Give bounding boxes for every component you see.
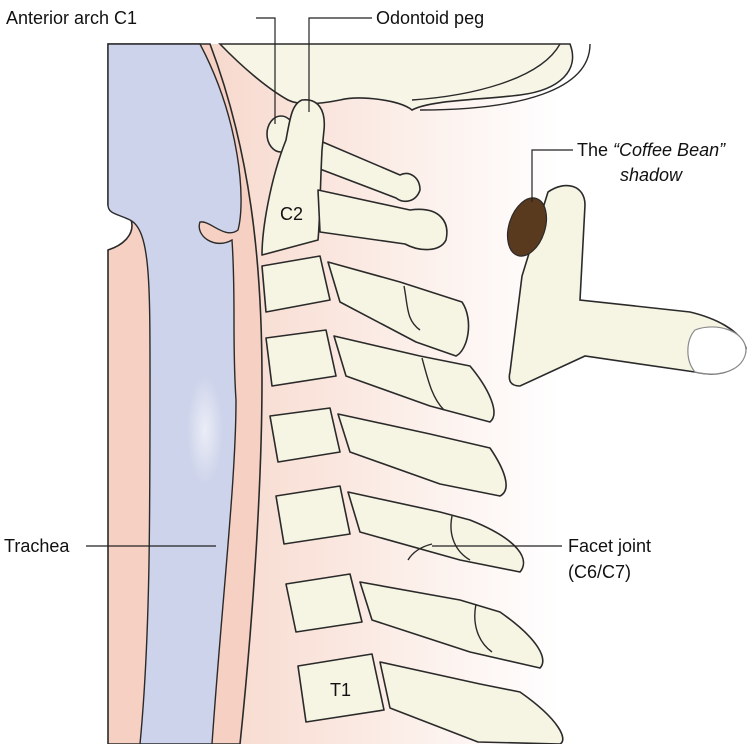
anterior-arch-label: Anterior arch C1 [6, 8, 137, 28]
trachea-label: Trachea [4, 536, 70, 556]
hyoid-tip [688, 327, 746, 374]
c2-label: C2 [280, 204, 303, 224]
c6-body [276, 486, 350, 544]
t1-label: T1 [330, 680, 351, 700]
facet-joint-level-label: (C6/C7) [568, 562, 631, 582]
coffee-bean-line2: shadow [620, 165, 683, 185]
airway-highlight [187, 375, 223, 485]
coffee-bean-prefix: The [577, 140, 613, 160]
coffee-bean-italic: “Coffee Bean” [613, 140, 726, 160]
c7-body [286, 574, 362, 632]
odontoid-peg-label: Odontoid peg [376, 8, 484, 28]
c5-body [270, 408, 340, 462]
c4-body [266, 330, 336, 386]
facet-joint-label: Facet joint [568, 536, 651, 556]
coffee-bean-label: The “Coffee Bean” [577, 140, 726, 160]
